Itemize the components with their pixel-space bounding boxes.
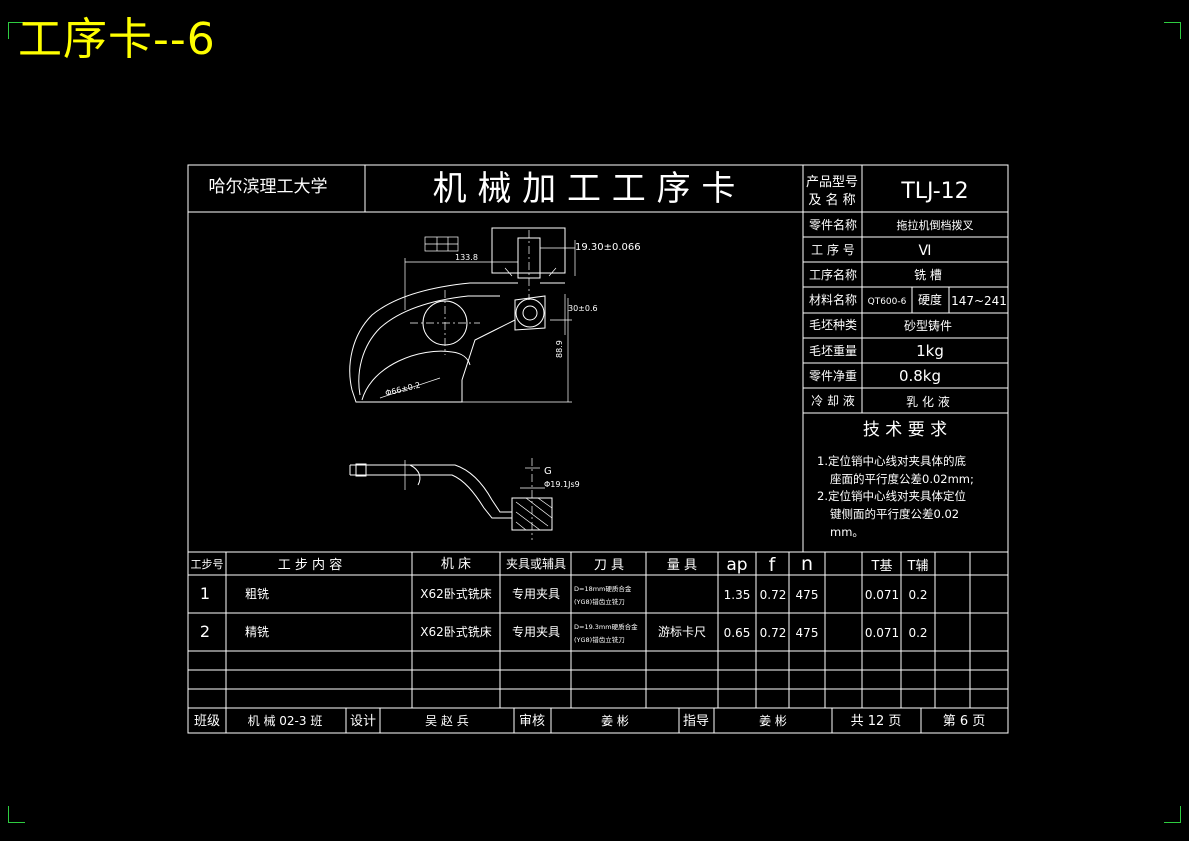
info-label-blank-weight: 毛坯重量	[809, 344, 857, 358]
info-value-part-name: 拖拉机倒档拨叉	[897, 218, 974, 232]
tech-line-1: 1.定位销中心线对夹具体的底	[817, 454, 966, 468]
ops-header-ap: ap	[726, 555, 747, 575]
card-title: 机 械 加 工 工 序 卡	[433, 169, 736, 209]
footer-class-value: 机 械 02-3 班	[248, 713, 323, 728]
info-value-op-name: 铣 槽	[914, 268, 942, 282]
product-label-1: 产品型号	[806, 175, 858, 190]
ops-header-tbase: T基	[871, 559, 893, 574]
op1-n: 475	[796, 588, 819, 602]
dim-offset: 30±0.6	[568, 304, 598, 313]
op2-step: 2	[200, 622, 210, 641]
footer-review-label: 审核	[519, 714, 545, 729]
tech-line-4: 键侧面的平行度公差0.02	[830, 507, 959, 521]
footer-guide-label: 指导	[683, 714, 709, 729]
op2-tbase: 0.071	[865, 626, 899, 640]
op1-ap: 1.35	[724, 588, 751, 602]
ops-header-step: 工步号	[191, 558, 224, 571]
footer-review-value: 姜 彬	[601, 714, 629, 728]
info-value-blank-weight: 1kg	[916, 342, 944, 360]
corner-mark-top-right	[1164, 22, 1181, 39]
ops-header-f: f	[769, 554, 777, 576]
op1-tool-line-2: (YG8)错齿立铣刀	[574, 597, 625, 606]
product-value: TLJ-12	[900, 179, 968, 204]
info-label-hardness: 硬度	[918, 292, 942, 307]
info-label-material: 材料名称	[809, 292, 857, 307]
footer-class-label: 班级	[194, 714, 220, 729]
ops-header-taux: T辅	[907, 559, 929, 574]
tech-line-3: 2.定位销中心线对夹具体定位	[817, 489, 966, 503]
info-value-material: QT600-6	[868, 297, 907, 307]
op1-content: 粗铣	[245, 587, 269, 601]
ops-header-machine: 机 床	[441, 557, 471, 572]
footer-design-value: 吴 赵 兵	[425, 714, 469, 728]
op2-tool-line-1: D=19.3mm硬质合金	[574, 622, 638, 631]
sheet-title: 工序卡--6	[18, 14, 216, 65]
product-label-2: 及 名 称	[808, 192, 855, 208]
university-name: 哈尔滨理工大学	[209, 177, 328, 197]
info-value-blank-type: 砂型铸件	[904, 318, 952, 333]
info-value-net-weight: 0.8kg	[899, 367, 941, 385]
dim-diameter: Φ66±0.2	[384, 381, 421, 398]
op1-machine: X62卧式铣床	[420, 587, 492, 601]
op2-taux: 0.2	[908, 626, 927, 640]
info-value-hardness: 147~241	[951, 294, 1007, 308]
op2-f: 0.72	[760, 626, 787, 640]
op2-tool-line-2: (YG8)错齿立铣刀	[574, 635, 625, 644]
op1-f: 0.72	[760, 588, 787, 602]
op1-step: 1	[200, 584, 210, 603]
footer-design-label: 设计	[350, 714, 376, 729]
corner-mark-bottom-right	[1164, 806, 1181, 823]
op2-n: 475	[796, 626, 819, 640]
card-frame	[187, 164, 1009, 734]
info-label-coolant: 冷 却 液	[811, 393, 855, 408]
info-value-op-number: Ⅵ	[919, 243, 932, 259]
dim-height: 88.9	[555, 340, 564, 358]
ops-header-content: 工 步 内 容	[278, 557, 342, 573]
op1-tbase: 0.071	[865, 588, 899, 602]
ops-header-gauge: 量 具	[667, 558, 697, 573]
ops-header-n: n	[801, 553, 813, 575]
ops-header-fixture: 夹具或辅具	[506, 557, 566, 571]
dim-g: G	[544, 466, 552, 477]
info-value-coolant: 乳 化 液	[906, 394, 950, 409]
corner-mark-bottom-left	[8, 806, 25, 823]
footer-guide-value: 姜 彬	[759, 714, 787, 728]
dim-hole: Φ19.1Js9	[544, 480, 580, 489]
dim-slot-width: 19.30±0.066	[575, 242, 641, 253]
ops-header-tool: 刀 具	[594, 558, 624, 573]
info-label-blank-type: 毛坯种类	[809, 318, 857, 332]
part-drawing: 19.30±0.066 133.8 30±0.6 88.9 Φ66±0.2 G …	[349, 227, 641, 540]
op2-fixture: 专用夹具	[512, 624, 560, 639]
op2-machine: X62卧式铣床	[420, 625, 492, 639]
op2-gauge: 游标卡尺	[658, 625, 706, 639]
dim-length: 133.8	[455, 253, 478, 262]
tech-title: 技 术 要 求	[863, 420, 947, 440]
info-label-net-weight: 零件净重	[809, 369, 857, 383]
op2-ap: 0.65	[724, 626, 751, 640]
corner-mark-top-left	[8, 22, 25, 39]
info-label-op-number: 工 序 号	[811, 242, 855, 257]
op1-taux: 0.2	[908, 588, 927, 602]
op2-content: 精铣	[245, 625, 269, 639]
info-label-op-name: 工序名称	[809, 267, 857, 282]
op1-fixture: 专用夹具	[512, 586, 560, 601]
footer-page-number: 第 6 页	[943, 714, 986, 729]
tech-line-5: mm。	[830, 525, 864, 539]
footer-total-pages: 共 12 页	[851, 714, 902, 729]
op1-tool-line-1: D=18mm硬质合金	[574, 584, 632, 593]
info-label-part-name: 零件名称	[809, 217, 857, 232]
tech-line-2: 座面的平行度公差0.02mm;	[830, 472, 974, 486]
